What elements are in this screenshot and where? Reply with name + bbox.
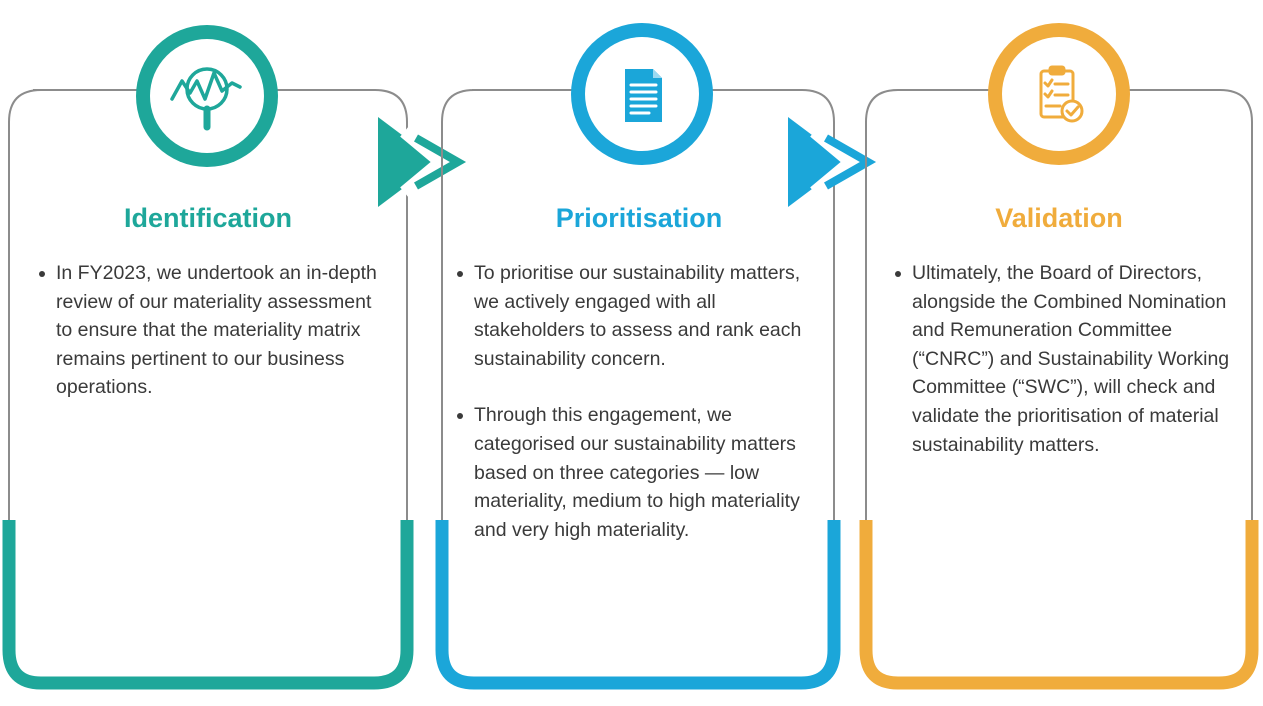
magnifier-trend-icon <box>170 67 242 131</box>
stage-badge <box>567 19 717 169</box>
stage-badge <box>984 19 1134 169</box>
chevron-right-icon <box>788 112 888 217</box>
stage-bullets: In FY2023, we undertook an in-depth revi… <box>36 259 386 402</box>
stage-title: Identification <box>124 203 292 233</box>
card-frame <box>859 89 1259 690</box>
bullet-item: To prioritise our sustainability matters… <box>454 259 804 373</box>
bullet-item: In FY2023, we undertook an in-depth revi… <box>36 259 386 402</box>
bullet-item: Ultimately, the Board of Directors, alon… <box>892 259 1242 459</box>
stage-badge <box>132 21 282 171</box>
card-frame <box>435 89 841 690</box>
card-frame <box>2 89 414 690</box>
chevron-right-icon <box>378 112 478 217</box>
stage-bullets: To prioritise our sustainability matters… <box>454 259 804 544</box>
stage-bullets: Ultimately, the Board of Directors, alon… <box>892 259 1242 459</box>
document-icon <box>625 69 662 122</box>
stage-title: Prioritisation <box>555 203 723 233</box>
checklist-icon <box>1039 65 1084 123</box>
bullet-item: Through this engagement, we categorised … <box>454 401 804 544</box>
stage-title: Validation <box>995 203 1123 233</box>
